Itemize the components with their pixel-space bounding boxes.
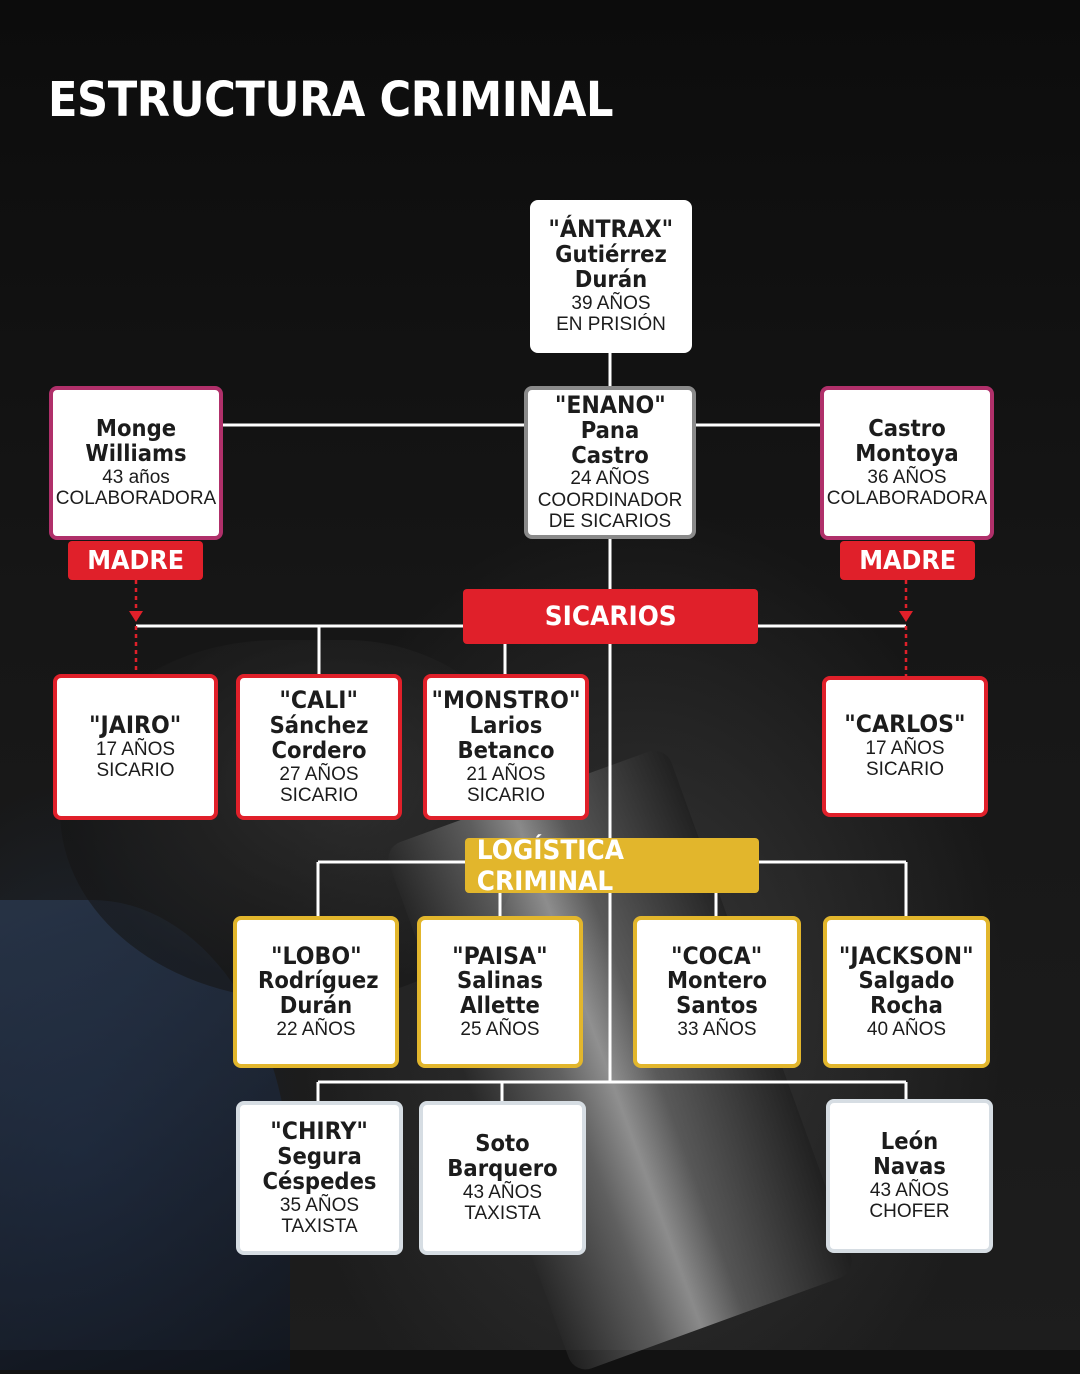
person-detail: 43 AÑOS <box>869 1179 950 1201</box>
person-detail: 43 AÑOS <box>462 1181 543 1203</box>
person-detail: 17 AÑOS <box>95 738 176 760</box>
alias: "PAISA" <box>452 941 548 970</box>
person-name: León Navas <box>873 1128 946 1180</box>
person-detail: 27 AÑOS <box>279 763 359 785</box>
sicarios-header-label: SICARIOS <box>544 601 677 632</box>
person-detail: COLABORADORA <box>55 487 217 509</box>
person-detail: 33 AÑOS <box>677 1019 757 1041</box>
person-detail: SICARIO <box>96 759 175 781</box>
person-detail: 39 AÑOS <box>571 293 651 315</box>
alias: "JACKSON" <box>839 941 974 970</box>
person-detail: EN PRISIÓN <box>556 314 666 336</box>
person-detail: SICARIO <box>279 784 359 806</box>
person-detail: 22 AÑOS <box>276 1019 356 1041</box>
alias: "ÁNTRAX" <box>548 215 674 244</box>
person-detail: 36 AÑOS <box>867 466 947 488</box>
alias: "CARLOS" <box>844 710 966 739</box>
person-name: Montero Santos <box>666 968 768 1020</box>
person-detail: 24 AÑOS <box>570 468 650 490</box>
person-detail: TAXISTA <box>464 1202 541 1224</box>
person-detail: COLABORADORA <box>826 487 988 509</box>
arrow-madre-left <box>129 611 143 622</box>
person-detail: CHOFER <box>869 1200 950 1222</box>
person-name: Soto Barquero <box>447 1130 558 1182</box>
alias: "CHIRY" <box>270 1116 369 1145</box>
alias: "COCA" <box>671 941 763 970</box>
person-name: Gutiérrez Durán <box>555 242 667 294</box>
sicarios-header: SICARIOS <box>463 589 758 644</box>
page-title: ESTRUCTURA CRIMINAL <box>48 72 614 128</box>
person-name: Salinas Allette <box>457 968 543 1020</box>
madre-badge-label: MADRE <box>87 545 184 576</box>
person-name: Larios Betanco <box>457 712 555 764</box>
person-detail: SICARIO <box>466 784 546 806</box>
alias: "CALI" <box>279 685 359 714</box>
madre-badge-label: MADRE <box>859 545 956 576</box>
person-name: Monge Williams <box>85 415 187 467</box>
person-name: Sánchez Cordero <box>269 712 369 764</box>
person-detail: 21 AÑOS <box>466 763 546 785</box>
madre-badge: MADRE <box>68 541 203 580</box>
person-detail: 43 años <box>102 466 170 488</box>
logistica-header: LOGÍSTICA CRIMINAL <box>465 835 759 897</box>
alias: "LOBO" <box>270 941 362 970</box>
alias: "ENANO" <box>554 390 666 419</box>
person-detail: 40 AÑOS <box>866 1019 947 1041</box>
arrow-madre-right <box>899 611 913 622</box>
person-name: Rodríguez Durán <box>258 968 379 1020</box>
person-detail: SICARIO <box>865 759 945 781</box>
person-detail: COORDINADOR <box>537 489 683 511</box>
person-detail: DE SICARIOS <box>548 510 672 532</box>
alias: "JAIRO" <box>89 710 182 739</box>
person-name: Salgado Rocha <box>858 968 955 1020</box>
person-name: Segura Céspedes <box>262 1143 377 1195</box>
person-detail: 25 AÑOS <box>460 1019 540 1041</box>
person-name: Pana Castro <box>571 417 649 469</box>
person-detail: TAXISTA <box>281 1215 358 1237</box>
person-detail: 35 AÑOS <box>279 1194 360 1216</box>
person-detail: 17 AÑOS <box>865 738 945 760</box>
madre-badge: MADRE <box>840 541 975 580</box>
alias: "MONSTRO" <box>431 685 581 714</box>
logistica-header-label: LOGÍSTICA CRIMINAL <box>476 834 624 897</box>
person-name: Castro Montoya <box>855 415 959 467</box>
